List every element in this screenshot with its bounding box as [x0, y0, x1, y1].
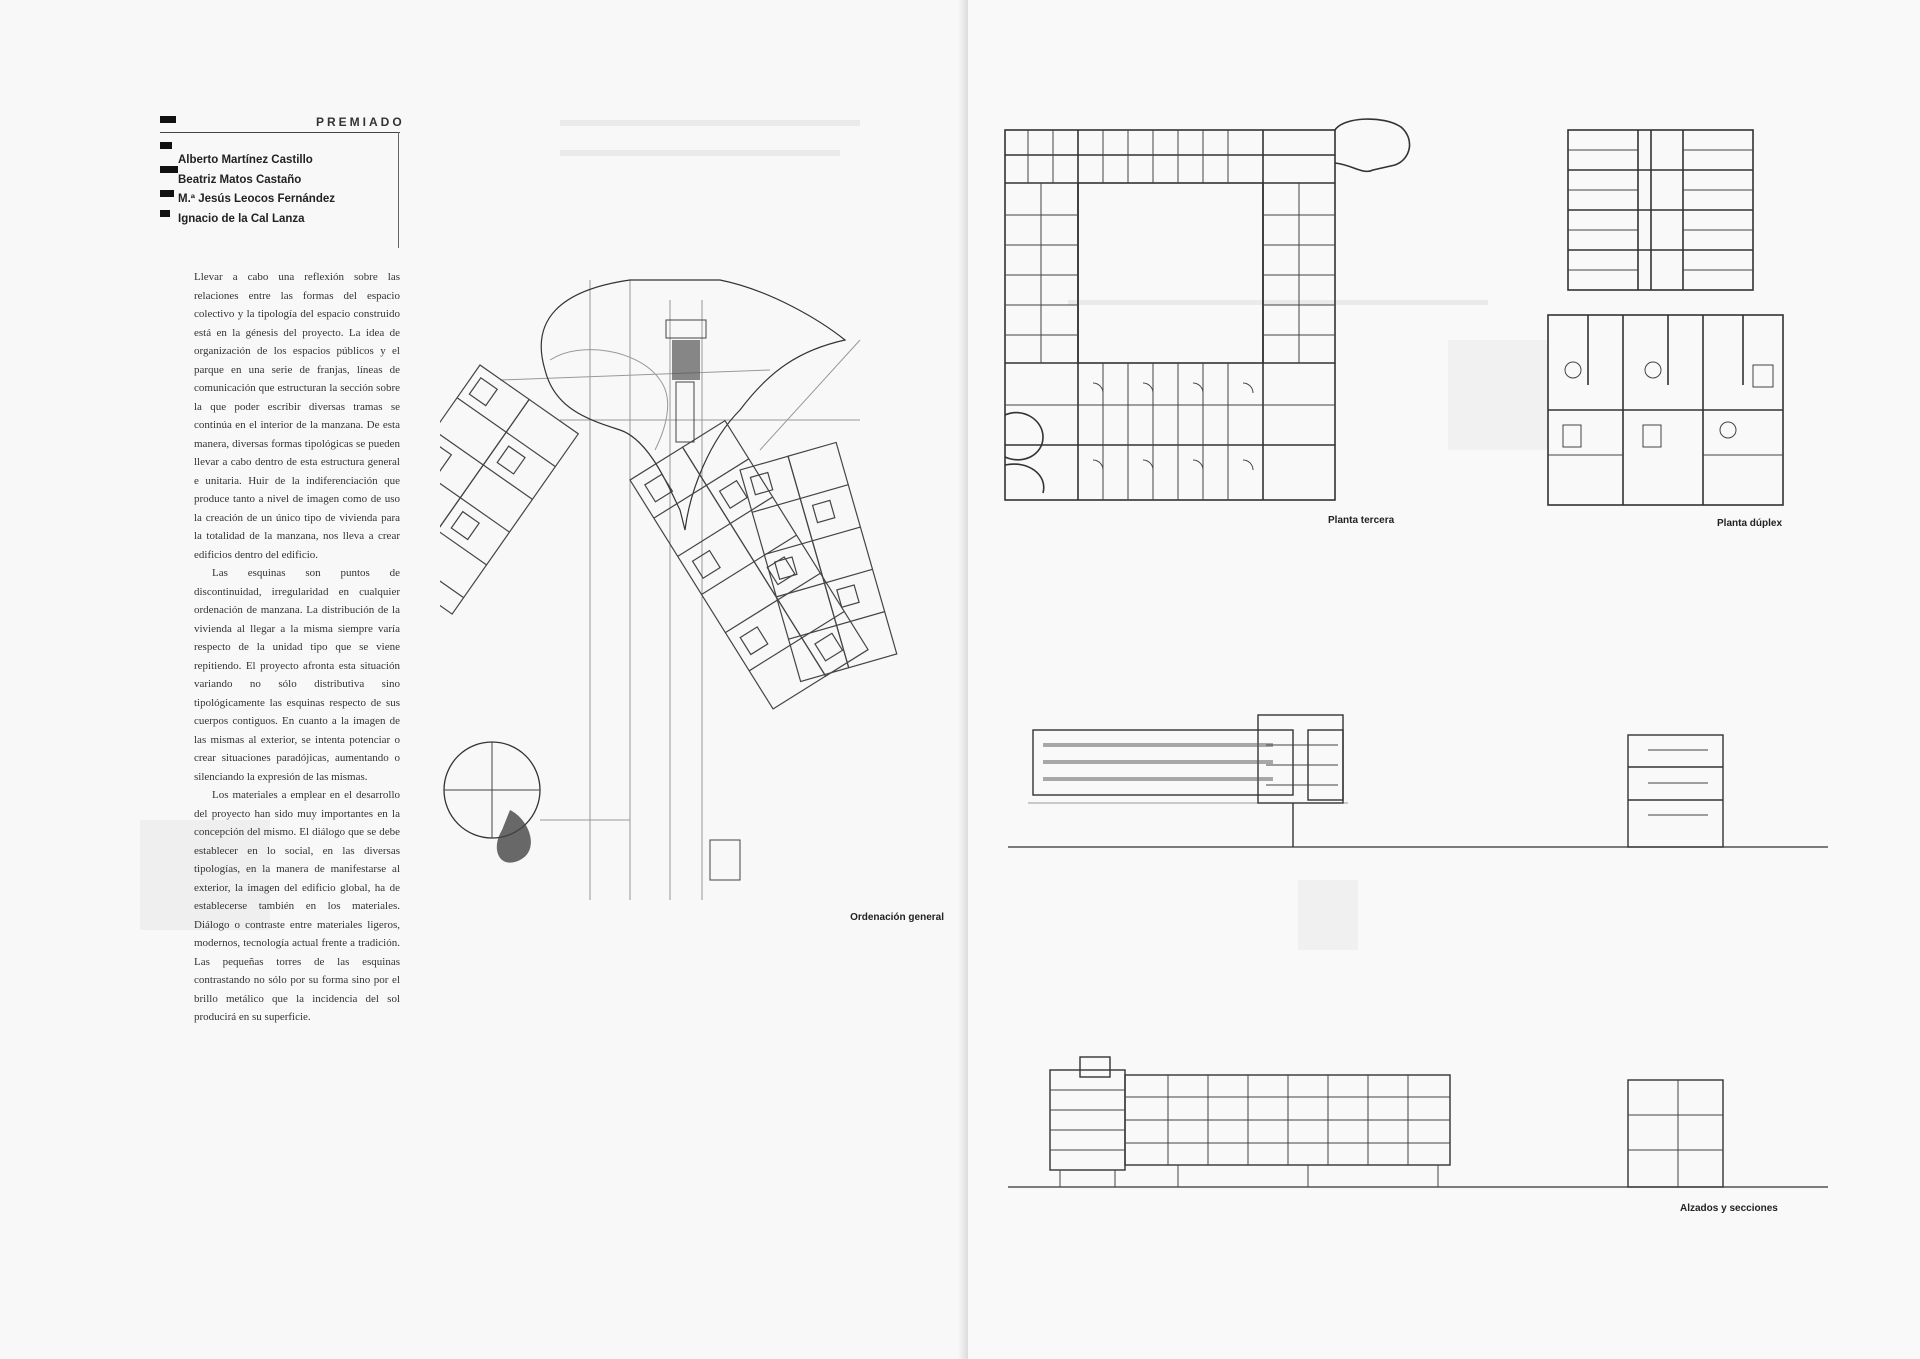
article-body: Llevar a cabo una reflexión sobre las re… [194, 268, 400, 1027]
author-name: Alberto Martínez Castillo [178, 154, 313, 166]
author-name: M.ª Jesús Leocos Fernández [178, 193, 335, 205]
body-paragraph: Llevar a cabo una reflexión sobre las re… [194, 271, 400, 561]
elevation-upper [1008, 714, 1828, 848]
body-paragraph: Las esquinas son puntos de discontinuida… [194, 567, 400, 783]
duplex-caption: Planta dúplex [1717, 518, 1783, 529]
section-label: PREMIADO [316, 115, 405, 129]
issue-index-marks [160, 112, 180, 224]
third-floor-caption: Planta tercera [1328, 515, 1395, 526]
header-divider [398, 132, 399, 248]
duplex-plan [1547, 129, 1784, 506]
author-name: Ignacio de la Cal Lanza [178, 212, 305, 225]
elevations-caption: Alzados y secciones [1680, 1203, 1778, 1214]
author-name: Beatriz Matos Castaño [178, 173, 302, 186]
author-list: Alberto Martínez Castillo Beatriz Matos … [178, 151, 335, 229]
site-plan-caption: Ordenación general [850, 912, 944, 923]
right-page: Planta tercera [968, 0, 1920, 1359]
elevation-lower [1008, 1056, 1828, 1188]
header-rule [160, 132, 400, 133]
site-plan-drawing [440, 279, 898, 900]
body-paragraph: Los materiales a emplear en el desarroll… [194, 789, 400, 1023]
left-page: PREMIADO Alberto Martínez Castillo Beatr… [160, 112, 944, 1027]
third-floor-plan [1004, 118, 1411, 501]
